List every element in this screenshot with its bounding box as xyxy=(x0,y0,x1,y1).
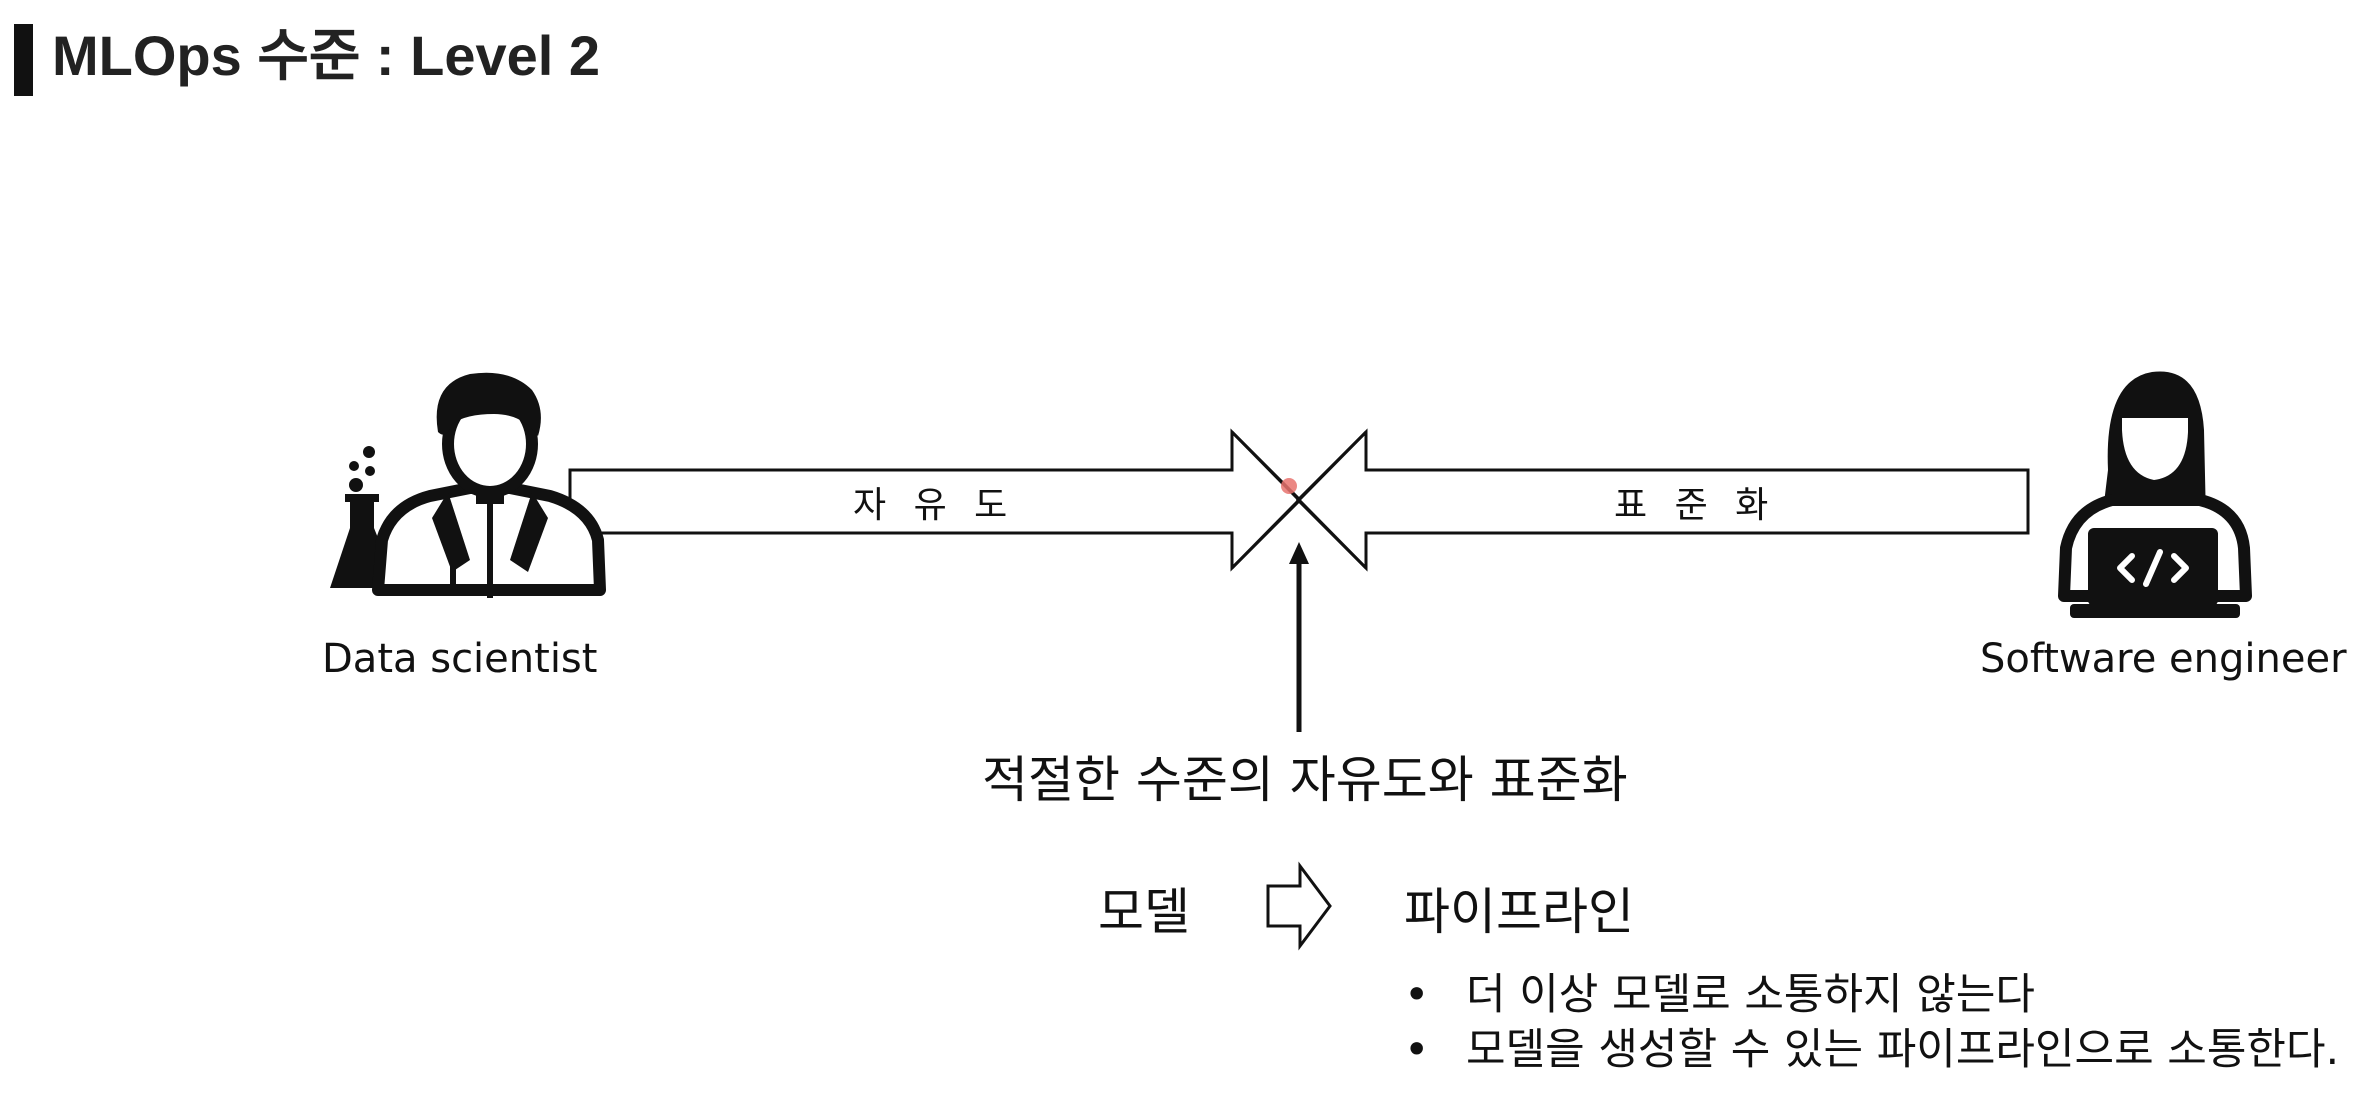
bullet-text: 모델을 생성할 수 있는 파이프라인으로 소통한다. xyxy=(1466,1025,2340,1075)
bullet-dot: • xyxy=(1404,970,1430,1020)
standardization-label: 표 준 화 xyxy=(1614,485,1777,526)
bullet-text: 더 이상 모델로 소통하지 않는다 xyxy=(1466,970,2035,1020)
flow-to-pipeline: 파이프라인 xyxy=(1404,883,1634,941)
balance-caption: 적절한 수준의 자유도와 표준화 xyxy=(982,751,1628,809)
right-arrow-outline-icon xyxy=(1266,861,1332,951)
vertical-arrow-head xyxy=(1289,542,1309,564)
bullet-dot: • xyxy=(1404,1025,1430,1075)
list-item: • 더 이상 모델로 소통하지 않는다 xyxy=(1404,968,2339,1023)
freedom-label: 자 유 도 xyxy=(853,485,1016,526)
scientist-with-flask-icon xyxy=(330,372,606,598)
pipeline-bullets: • 더 이상 모델로 소통하지 않는다 • 모델을 생성할 수 있는 파이프라인… xyxy=(1404,968,2339,1078)
data-scientist-label: Data scientist xyxy=(322,636,598,682)
flow-from-model: 모델 xyxy=(1098,883,1190,941)
pointer-dot xyxy=(1281,478,1297,494)
title-accent-bar xyxy=(14,24,33,96)
software-engineer-with-laptop-icon xyxy=(2058,371,2252,618)
slide-title: MLOps 수준 : Level 2 xyxy=(52,24,601,87)
software-engineer-label: Software engineer xyxy=(1980,636,2347,682)
list-item: • 모델을 생성할 수 있는 파이프라인으로 소통한다. xyxy=(1404,1023,2339,1078)
